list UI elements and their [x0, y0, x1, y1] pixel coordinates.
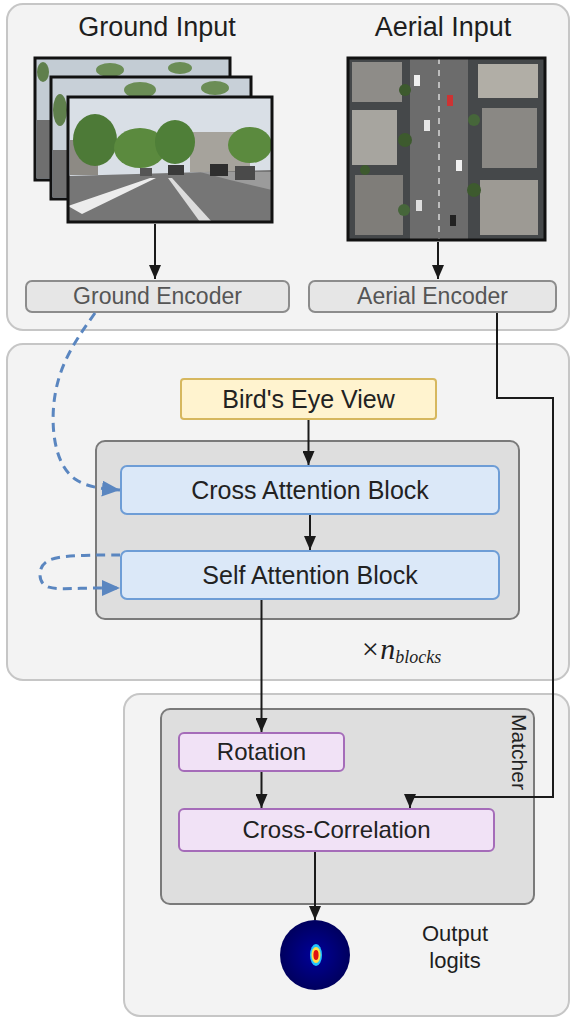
street-photo — [37, 120, 51, 178]
aerial-photo — [398, 204, 410, 216]
node-label: Self Attention Block — [202, 561, 417, 590]
repeat-count: ×n — [360, 632, 395, 665]
aerial-photo — [352, 62, 402, 102]
logits-peak — [313, 950, 318, 960]
node-label: Ground Encoder — [73, 283, 242, 310]
aerial-photo — [447, 95, 453, 106]
street-photo — [73, 114, 117, 166]
encoder-box: Ground Encoder — [25, 280, 290, 313]
aerial-photo — [424, 120, 430, 131]
street-photo — [235, 166, 255, 180]
data-flow-arrow — [308, 420, 310, 465]
aerial-photo — [399, 84, 411, 96]
logits-disc — [280, 920, 350, 990]
panel — [7, 344, 569, 680]
aerial-photo — [360, 165, 370, 175]
aerial-photo — [410, 58, 468, 240]
matcher-group: RotationCross-CorrelationMatcher — [160, 708, 535, 905]
input-title: Aerial Input — [303, 12, 572, 43]
input-arrow — [155, 224, 438, 279]
street-photo — [210, 164, 228, 176]
aerial-photo — [352, 110, 397, 165]
street-photo — [68, 97, 272, 222]
street-photo — [168, 178, 212, 222]
aerial-photo — [348, 58, 545, 240]
data-flow-arrow — [261, 772, 263, 808]
bev-query-box: Bird's Eye View — [180, 378, 437, 420]
output-label: Output logits — [405, 920, 505, 974]
aerial-photo — [468, 114, 480, 126]
feature-flow-arrow — [40, 555, 120, 589]
street-photo — [228, 127, 272, 163]
aerial-photo — [416, 200, 422, 211]
aerial-photo — [467, 183, 481, 197]
attention-block: Self Attention Block — [120, 550, 500, 600]
street-photo — [53, 150, 68, 197]
street-photo — [37, 62, 49, 82]
node-label: Cross Attention Block — [191, 476, 429, 505]
attention-block-group: Cross Attention BlockSelf Attention Bloc… — [95, 440, 520, 620]
street-photo — [168, 165, 184, 175]
aerial-photo — [482, 108, 537, 168]
node-label: Rotation — [217, 738, 306, 766]
street-photo — [168, 62, 192, 74]
data-flow-arrow — [314, 852, 316, 920]
street-photo — [68, 97, 272, 222]
aerial-photo — [348, 58, 545, 240]
logits-peak — [310, 944, 322, 966]
data-flow-arrow — [410, 313, 553, 808]
aerial-photo — [480, 180, 538, 235]
data-flow-arrow — [309, 515, 311, 550]
aerial-photo — [414, 75, 420, 86]
aerial-photo — [348, 58, 545, 240]
input-arrow — [437, 242, 439, 279]
repeat-label: ×nblocks — [360, 632, 441, 668]
panel — [124, 694, 569, 1016]
repeat-subscript: blocks — [395, 647, 441, 667]
aerial-photo — [398, 133, 412, 147]
attention-block: Cross Attention Block — [120, 465, 500, 515]
data-flow-arrow — [261, 600, 263, 732]
encoder-box: Aerial Encoder — [308, 280, 557, 313]
aerial-photo — [450, 215, 456, 226]
feature-flow-arrow — [53, 313, 120, 490]
rotation-box: Rotation — [178, 732, 345, 772]
street-photo — [53, 94, 67, 126]
street-photo — [96, 63, 124, 77]
input-arrow — [154, 224, 156, 279]
aerial-photo — [438, 58, 440, 240]
street-photo — [155, 120, 195, 164]
logits-heatmap — [280, 920, 350, 990]
input-title: Ground Input — [17, 12, 297, 43]
node-label: Cross-Correlation — [242, 816, 430, 844]
aerial-photo — [348, 58, 545, 240]
street-photo — [201, 81, 229, 95]
node-label: Bird's Eye View — [222, 385, 394, 414]
street-photo — [140, 168, 152, 176]
aerial-photo — [456, 160, 462, 171]
street-photo — [68, 178, 156, 214]
logits-peak — [312, 947, 321, 963]
street-photo — [68, 97, 272, 222]
panel — [7, 4, 569, 330]
street-photo — [35, 58, 272, 222]
panel — [7, 4, 569, 1016]
group-label: Matcher — [507, 702, 531, 802]
correlation-box: Cross-Correlation — [178, 808, 495, 852]
node-label: Aerial Encoder — [357, 283, 508, 310]
aerial-photo — [478, 64, 538, 98]
output-logits-circle: Output logits — [280, 920, 350, 990]
aerial-photo — [355, 175, 403, 235]
